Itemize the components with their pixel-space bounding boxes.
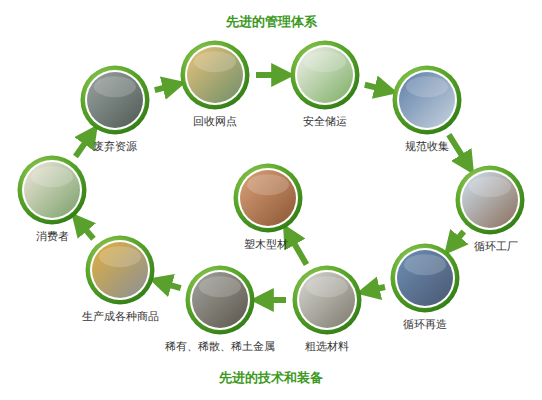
photo-circle: 循环工厂 (455, 165, 525, 235)
photo-circle: 生产成各种商品 (85, 235, 155, 305)
flow-arrow (456, 231, 463, 240)
flow-arrow (84, 227, 94, 238)
node-label: 回收网点 (193, 114, 237, 129)
node-label: 安全储运 (303, 114, 347, 129)
flow-arrow (167, 284, 181, 288)
title: 先进的管理体系 (0, 13, 542, 31)
circle-photo (392, 65, 462, 135)
circle-photo (180, 40, 250, 110)
circle-photo (85, 235, 155, 305)
node-label: 循环工厂 (474, 239, 518, 254)
flow-arrow (365, 85, 380, 89)
flow-arrow (293, 240, 307, 264)
flow-arrow (256, 72, 276, 78)
circle-photo (292, 265, 362, 335)
circle-photo (290, 40, 360, 110)
node-label: 规范收集 (405, 139, 449, 154)
node-label: 塑木型材 (244, 237, 288, 252)
node-label: 废弃资源 (93, 139, 137, 154)
flow-arrow (449, 135, 464, 159)
flow-arrow (155, 87, 168, 90)
photo-circle: 循环再造 (390, 243, 460, 313)
photo-circle: 安全储运 (290, 40, 360, 110)
flow-arrow (375, 287, 385, 289)
photo-circle: 稀有、稀散、稀土金属 (185, 265, 255, 335)
circle-photo (17, 155, 87, 225)
node-label: 粗选材料 (305, 339, 349, 354)
node-label: 生产成各种商品 (82, 309, 159, 324)
circle-photo (455, 165, 525, 235)
caption: 先进的技术和装备 (0, 369, 542, 387)
circle-photo (390, 243, 460, 313)
node-label: 消费者 (36, 229, 69, 244)
photo-circle: 规范收集 (392, 65, 462, 135)
node-label: 循环再造 (403, 317, 447, 332)
photo-circle: 废弃资源 (80, 65, 150, 135)
flow-arrow (269, 297, 286, 303)
circle-photo (80, 65, 150, 135)
circle-photo (185, 265, 255, 335)
photo-circle: 消费者 (17, 155, 87, 225)
photo-circle: 塑木型材 (233, 163, 303, 233)
node-label: 稀有、稀散、稀土金属 (165, 339, 275, 354)
photo-circle: 粗选材料 (292, 265, 362, 335)
circle-photo (233, 163, 303, 233)
flow-arrow (76, 140, 87, 156)
photo-circle: 回收网点 (180, 40, 250, 110)
